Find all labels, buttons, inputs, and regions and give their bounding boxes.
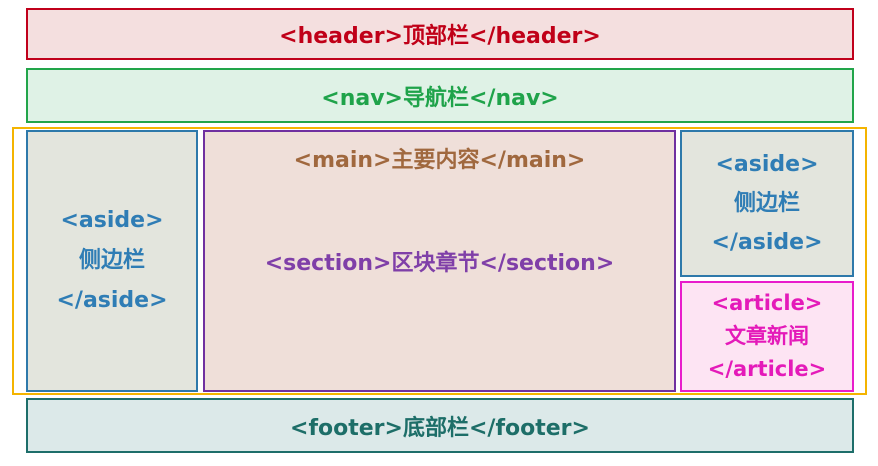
header-label: <header>顶部栏</header> bbox=[279, 24, 601, 49]
article-block: <article> 文章新闻 </article> bbox=[680, 281, 854, 392]
nav-block: <nav>导航栏</nav> bbox=[26, 68, 854, 123]
article-close-tag: </article> bbox=[707, 357, 827, 381]
aside-right-block: <aside> 侧边栏 </aside> bbox=[680, 130, 854, 277]
aside-right-open-tag: <aside> bbox=[715, 152, 819, 177]
nav-label: <nav>导航栏</nav> bbox=[321, 85, 559, 111]
footer-block: <footer>底部栏</footer> bbox=[26, 398, 854, 453]
aside-left-close-tag: </aside> bbox=[56, 288, 168, 313]
content-wrapper-outline bbox=[12, 127, 867, 395]
aside-right-name: 侧边栏 bbox=[733, 191, 800, 216]
aside-left-open-tag: <aside> bbox=[60, 208, 164, 233]
section-label: <section>区块章节</section> bbox=[264, 251, 615, 276]
aside-left-text: <aside> 侧边栏 </aside> bbox=[56, 201, 167, 321]
article-text: <article> 文章新闻 </article> bbox=[708, 287, 827, 386]
aside-left-block: <aside> 侧边栏 </aside> bbox=[26, 130, 198, 392]
article-name: 文章新闻 bbox=[724, 324, 809, 348]
main-block: <main>主要内容</main> <section>区块章节</section… bbox=[203, 130, 676, 392]
aside-left-name: 侧边栏 bbox=[78, 248, 145, 273]
article-open-tag: <article> bbox=[711, 291, 823, 315]
aside-right-close-tag: </aside> bbox=[711, 230, 823, 255]
main-label: <main>主要内容</main> bbox=[293, 148, 586, 173]
aside-right-text: <aside> 侧边栏 </aside> bbox=[711, 145, 822, 262]
footer-label: <footer>底部栏</footer> bbox=[290, 415, 590, 441]
header-block: <header>顶部栏</header> bbox=[26, 8, 854, 60]
